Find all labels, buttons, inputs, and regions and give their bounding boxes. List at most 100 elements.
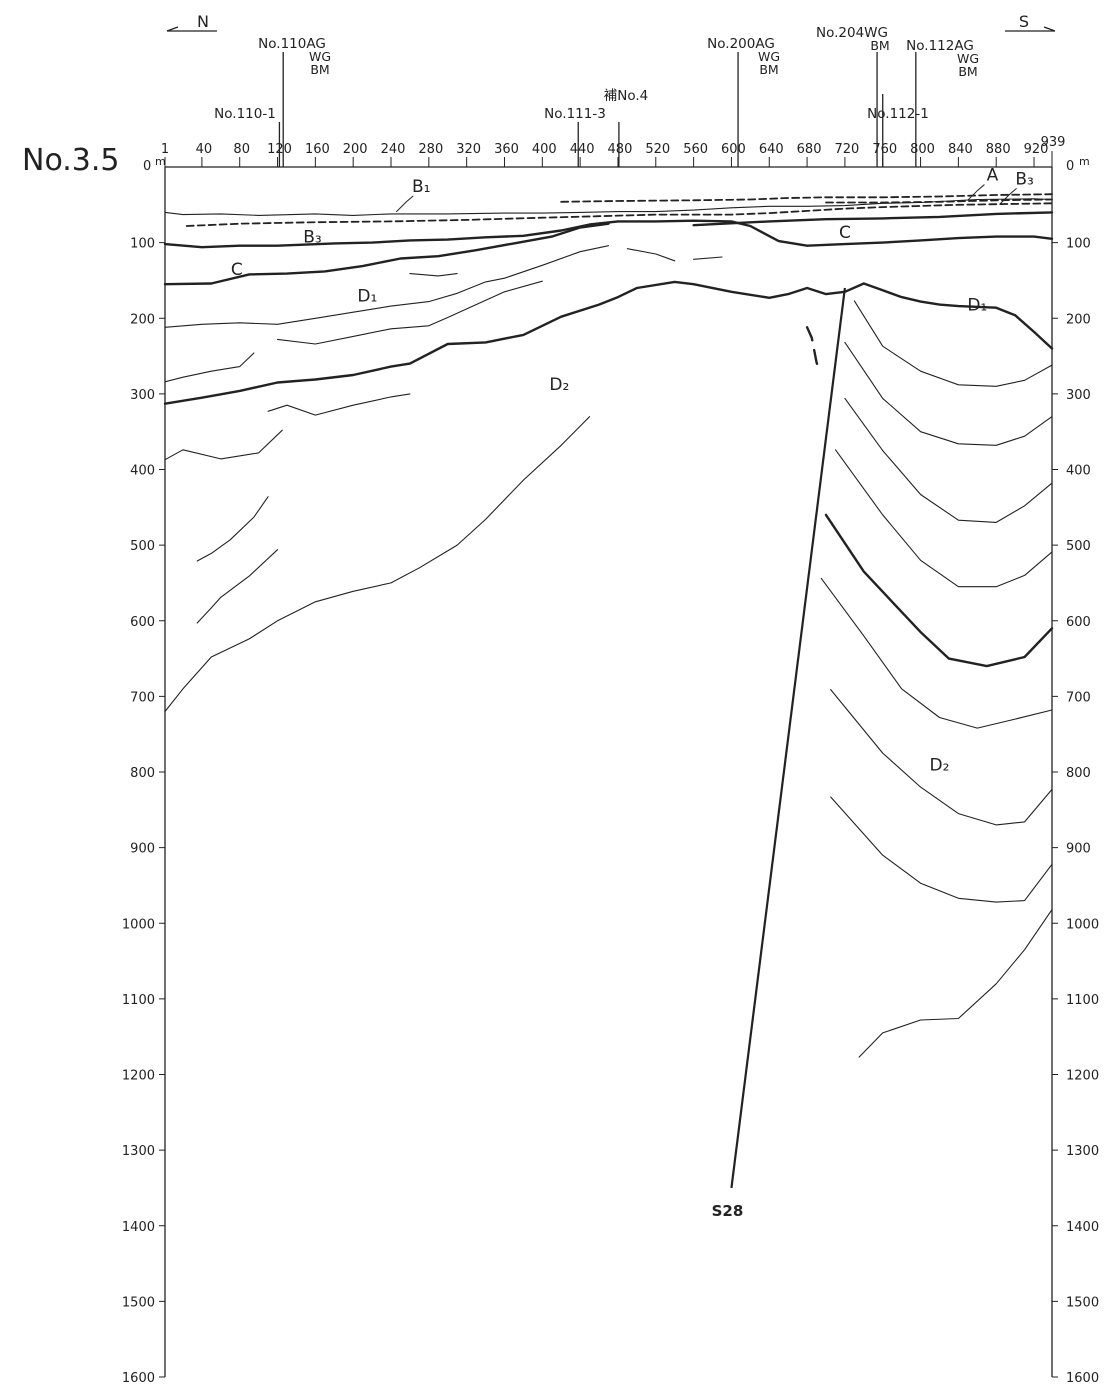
depth-unit-right-m: m xyxy=(1079,155,1090,168)
minor-boundary-line xyxy=(276,280,543,345)
distance-tick-label: 480 xyxy=(608,142,633,157)
distance-end-label: 939 xyxy=(1041,135,1066,150)
depth-label-right: 800 xyxy=(1066,766,1091,781)
distance-tick-label: 880 xyxy=(986,142,1011,157)
fault-line xyxy=(730,287,846,1189)
depth-label-left: 300 xyxy=(130,388,155,403)
label-leader xyxy=(395,195,414,213)
minor-boundary-line xyxy=(164,245,610,328)
depth-label-left: 1300 xyxy=(122,1144,155,1159)
depth-label-left: 1500 xyxy=(122,1295,155,1310)
depth-label-right: 1300 xyxy=(1066,1144,1099,1159)
dashed-boundary-line xyxy=(560,193,1053,203)
borehole-detail: BM xyxy=(310,62,329,77)
major-boundary-line xyxy=(692,211,1054,227)
depth-label-right: 1000 xyxy=(1066,917,1099,932)
minor-boundary-line xyxy=(820,577,1053,729)
depth-label-right: 1600 xyxy=(1066,1371,1099,1386)
unit-label: B₃ xyxy=(303,228,321,248)
minor-boundary-line xyxy=(858,909,1053,1058)
depth-label-right: 1400 xyxy=(1066,1220,1099,1235)
depth-label-left: 800 xyxy=(130,766,155,781)
minor-boundary-line xyxy=(409,273,458,277)
distance-tick-label: 680 xyxy=(797,142,822,157)
minor-boundary-line xyxy=(164,416,591,713)
depth-label-right: 1100 xyxy=(1066,993,1099,1008)
unit-label: D₁ xyxy=(967,296,987,316)
minor-boundary-line xyxy=(267,393,411,416)
borehole: No.112-1 xyxy=(867,94,929,167)
unit-label: D₂ xyxy=(549,375,569,395)
unit-label: B₁ xyxy=(412,177,430,197)
depth-label-left: 100 xyxy=(130,237,155,252)
depth-label-right: 300 xyxy=(1066,388,1091,403)
borehole-name: No.110-1 xyxy=(214,106,276,122)
borehole-detail: BM xyxy=(759,62,778,77)
borehole: No.111-3 xyxy=(544,106,606,167)
depth-label-left: 700 xyxy=(130,690,155,705)
unit-label: D₁ xyxy=(357,287,377,307)
borehole: 補No.4 xyxy=(604,88,648,167)
distance-tick-label: 80 xyxy=(233,142,250,157)
depth-unit-left-m: m xyxy=(155,155,166,168)
depth-label-right: 1500 xyxy=(1066,1295,1099,1310)
minor-boundary-line xyxy=(830,796,1053,903)
minor-boundary-line xyxy=(626,248,676,262)
distance-tick-label: 600 xyxy=(721,142,746,157)
borehole-detail: BM xyxy=(958,64,977,79)
depth-label-right: 1200 xyxy=(1066,1069,1099,1084)
depth-label-left: 600 xyxy=(130,615,155,630)
distance-tick-label: 640 xyxy=(759,142,784,157)
borehole-name: No.204WG xyxy=(816,25,888,41)
distance-tick-label: 520 xyxy=(645,142,670,157)
distance-tick-label: 40 xyxy=(196,142,213,157)
unit-label: C xyxy=(839,223,851,243)
borehole-detail: WG xyxy=(309,49,331,64)
borehole-detail: BM xyxy=(870,38,889,53)
depth-label-left: 400 xyxy=(130,464,155,479)
distance-tick-label: 720 xyxy=(834,142,859,157)
minor-boundary-line xyxy=(834,449,1053,588)
minor-boundary-line xyxy=(844,397,1053,523)
section-name: No.3.5 xyxy=(22,143,120,178)
depth-label-right: 400 xyxy=(1066,464,1091,479)
distance-tick-label: 840 xyxy=(948,142,973,157)
depth-label-left: 1200 xyxy=(122,1069,155,1084)
distance-tick-label: 360 xyxy=(494,142,519,157)
dashed-boundary-line xyxy=(185,202,1053,227)
borehole-name: No.112-1 xyxy=(867,106,929,122)
distance-tick-label: 240 xyxy=(381,142,406,157)
distance-tick-label: 320 xyxy=(456,142,481,157)
distance-tick-label: 560 xyxy=(683,142,708,157)
distance-tick-label: 160 xyxy=(305,142,330,157)
depth-label-right: 100 xyxy=(1066,237,1091,252)
depth-label-left: 1400 xyxy=(122,1220,155,1235)
depth-label-left: 1100 xyxy=(122,993,155,1008)
borehole: No.110-1 xyxy=(214,106,281,167)
minor-boundary-line xyxy=(853,300,1053,387)
fault-label: S28 xyxy=(712,1202,744,1220)
orientation-south-label: S xyxy=(1019,12,1029,31)
minor-boundary-line xyxy=(693,256,723,260)
label-leader xyxy=(967,184,985,201)
orientation-north: N xyxy=(166,12,217,32)
depth-label-right: 200 xyxy=(1066,312,1091,327)
distance-tick-label: 760 xyxy=(872,142,897,157)
distance-tick-label: 920 xyxy=(1024,142,1049,157)
minor-boundary-line xyxy=(196,496,269,562)
distance-tick-label: 280 xyxy=(418,142,443,157)
depth-label-left: 1600 xyxy=(122,1371,155,1386)
borehole-name: No.111-3 xyxy=(544,106,606,122)
depth-label-left: 900 xyxy=(130,842,155,857)
distance-tick-label: 800 xyxy=(910,142,935,157)
borehole-name: No.200AG xyxy=(707,36,775,52)
minor-boundary-line xyxy=(164,352,255,383)
unit-label: A xyxy=(987,166,999,186)
